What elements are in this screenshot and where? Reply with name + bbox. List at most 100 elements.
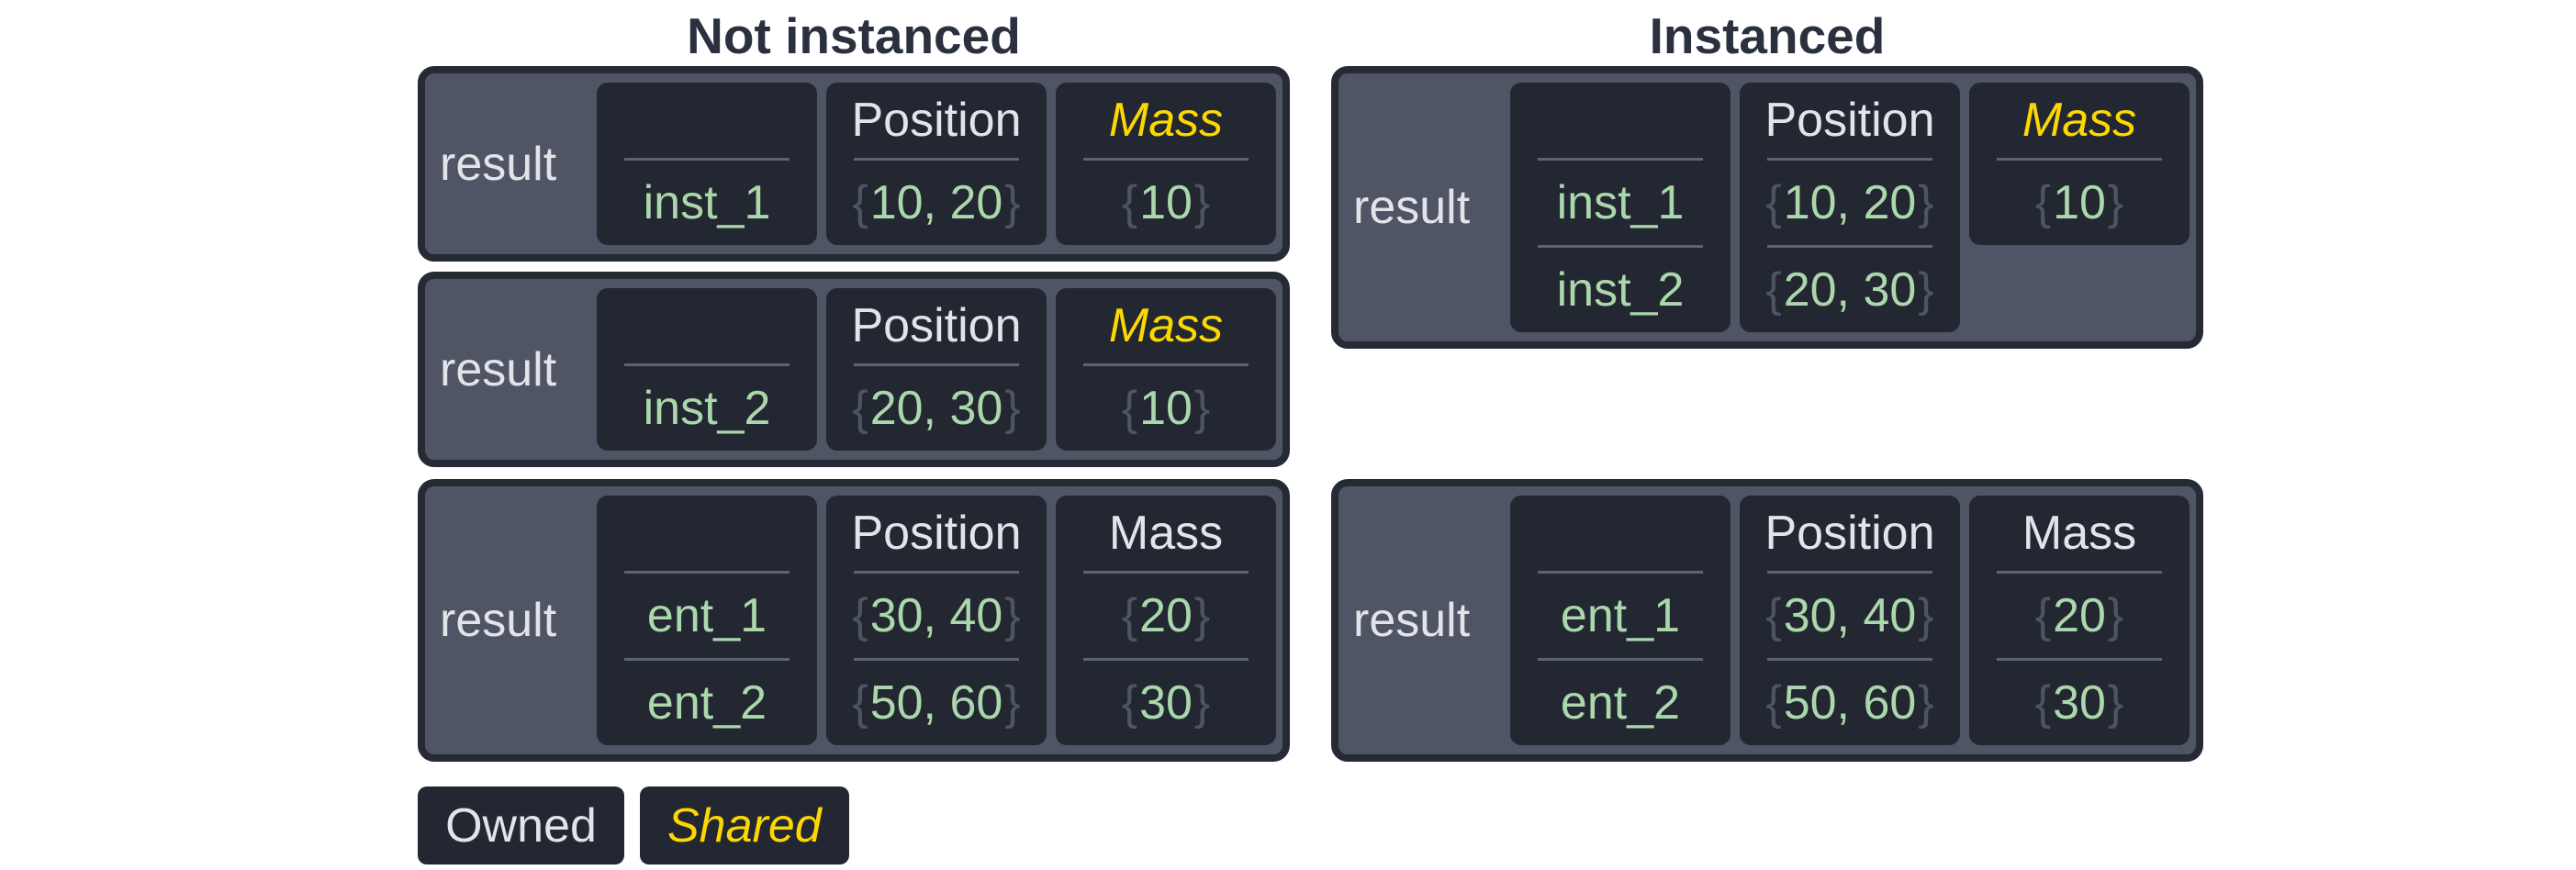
row-divider (1767, 245, 1932, 248)
mass-value: {20} (1121, 589, 1211, 642)
close-brace: } (2107, 176, 2124, 229)
row-divider (1538, 158, 1703, 161)
empty-header (1510, 83, 1730, 158)
position-cell: Position {30, 40} {50, 60} (1740, 496, 1960, 745)
result-table-not-instanced-entities: result ent_1 ent_2 Position (418, 479, 1290, 762)
cell-row: inst_2 Position {20, 30} Mass {10} (597, 279, 1282, 460)
result-table-instanced-entities: result ent_1 ent_2 Position (1331, 479, 2203, 762)
row-divider (1083, 158, 1249, 161)
mass-cell: Mass {10} (1056, 83, 1276, 245)
position-header: Position (1764, 94, 1935, 147)
position-value: {50, 60} (1765, 676, 1934, 730)
cell-row: inst_1 Position {10, 20} Mass {10} (597, 73, 1282, 254)
close-brace: } (1918, 263, 1934, 317)
position-header: Position (851, 507, 1022, 560)
legend-owned-label: Owned (445, 798, 597, 853)
entity-id-value: ent_2 (646, 676, 767, 730)
entity-id-value: ent_2 (1560, 676, 1681, 730)
close-brace: } (1004, 382, 1021, 435)
open-brace: { (852, 176, 868, 229)
legend-item-shared: Shared (640, 786, 849, 864)
empty-header (597, 496, 817, 571)
open-brace: { (2034, 176, 2052, 229)
row-divider (624, 658, 790, 661)
legend-shared-label: Shared (667, 798, 822, 853)
row-divider (1997, 658, 2162, 661)
position-value: {30, 40} (852, 589, 1021, 642)
row-divider (854, 658, 1019, 661)
row-divider (1083, 571, 1249, 574)
close-brace: } (2107, 589, 2124, 642)
position-value: {30, 40} (1765, 589, 1934, 642)
entity-id-value: ent_1 (646, 589, 767, 642)
entity-id-value: inst_1 (1556, 176, 1685, 229)
result-label: result (440, 137, 557, 191)
instanced-title: Instanced (1649, 7, 1886, 64)
open-brace: { (1765, 263, 1782, 317)
result-table-not-instanced-1: result inst_1 Position {10, 20} (418, 66, 1290, 262)
mass-header: Mass (1108, 507, 1224, 560)
mass-cell: Mass {20} {30} (1056, 496, 1276, 745)
mass-value: {10} (1121, 382, 1211, 435)
entity-id-value: ent_1 (1560, 589, 1681, 642)
position-cell: Position {30, 40} {50, 60} (826, 496, 1047, 745)
row-divider (1767, 158, 1932, 161)
open-brace: { (1121, 676, 1138, 730)
position-value: {10, 20} (1765, 176, 1934, 229)
position-header: Position (1764, 507, 1935, 560)
close-brace: } (1193, 382, 1211, 435)
empty-header (597, 288, 817, 363)
cell-row: inst_1 inst_2 Position {10, 20} {20, (1510, 73, 2196, 341)
mass-cell: Mass {10} (1056, 288, 1276, 451)
close-brace: } (1004, 676, 1021, 730)
position-value: {20, 30} (1765, 263, 1934, 317)
close-brace: } (2107, 676, 2124, 730)
row-divider (624, 363, 790, 366)
position-cell: Position {10, 20} {20, 30} (1740, 83, 1960, 332)
mass-cell: Mass {20} {30} (1969, 496, 2190, 745)
row-divider (854, 158, 1019, 161)
close-brace: } (1918, 676, 1934, 730)
open-brace: { (1765, 676, 1782, 730)
open-brace: { (852, 382, 868, 435)
close-brace: } (1918, 589, 1934, 642)
result-label: result (1353, 594, 1471, 647)
entity-id-cell: inst_2 (597, 288, 817, 451)
row-divider (1997, 158, 2162, 161)
mass-value: {10} (1121, 176, 1211, 229)
mass-value: {20} (2034, 589, 2124, 642)
row-divider (1767, 571, 1932, 574)
close-brace: } (1193, 176, 1211, 229)
row-divider (624, 571, 790, 574)
mass-value: {30} (2034, 676, 2124, 730)
mass-header: Mass (1108, 299, 1224, 352)
result-label: result (440, 594, 557, 647)
open-brace: { (1121, 176, 1138, 229)
row-divider (854, 571, 1019, 574)
mass-cell-shared: Mass {10} (1969, 83, 2190, 245)
position-cell: Position {20, 30} (826, 288, 1047, 451)
mass-header: Mass (2022, 507, 2137, 560)
position-header: Position (851, 94, 1022, 147)
row-divider (624, 158, 790, 161)
open-brace: { (2034, 589, 2052, 642)
entity-id-value: inst_2 (1556, 263, 1685, 317)
legend-item-owned: Owned (418, 786, 624, 864)
entity-id-value: inst_1 (643, 176, 771, 229)
position-header: Position (851, 299, 1022, 352)
not-instanced-section: Not instanced result inst_1 Position {10… (418, 9, 1290, 864)
entity-id-cell: ent_1 ent_2 (597, 496, 817, 745)
entity-id-cell: inst_1 (597, 83, 817, 245)
open-brace: { (1765, 589, 1782, 642)
close-brace: } (1004, 176, 1021, 229)
open-brace: { (852, 589, 868, 642)
open-brace: { (1121, 382, 1138, 435)
result-label: result (440, 342, 557, 396)
row-divider (1083, 363, 1249, 366)
open-brace: { (852, 676, 868, 730)
close-brace: } (1193, 589, 1211, 642)
row-divider (1538, 658, 1703, 661)
entity-id-cell: ent_1 ent_2 (1510, 496, 1730, 745)
not-instanced-title: Not instanced (687, 7, 1021, 64)
